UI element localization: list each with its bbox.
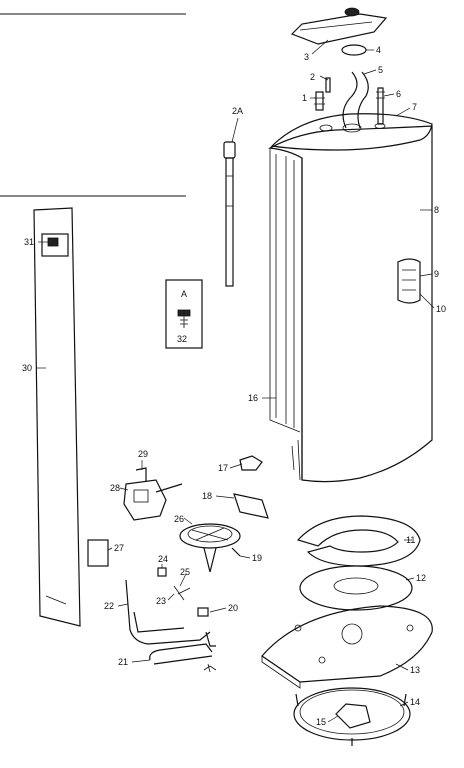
callouts: 3 4 5 2 1 6 7 8 9 10 2A 31 30 16 17 18 2… <box>22 45 446 727</box>
draft-hood <box>290 7 388 45</box>
callout-2: 2 <box>310 72 315 82</box>
callout-6: 6 <box>396 89 401 99</box>
callout-7: 7 <box>412 102 417 112</box>
inset-number: 32 <box>177 334 187 344</box>
callout-19: 19 <box>252 553 262 563</box>
callout-23: 23 <box>156 596 166 606</box>
callout-10: 10 <box>436 304 446 314</box>
callout-25: 25 <box>180 567 190 577</box>
callout-3: 3 <box>304 52 309 62</box>
callout-4: 4 <box>376 45 381 55</box>
radiant-shield <box>296 515 421 567</box>
flue-collar <box>341 44 367 56</box>
gas-valve <box>123 467 183 521</box>
pilot-tubing <box>125 547 241 673</box>
base-pan <box>261 605 433 689</box>
leg-ring <box>293 687 411 746</box>
callout-8: 8 <box>434 205 439 215</box>
callout-21: 21 <box>118 657 128 667</box>
callout-5: 5 <box>378 65 383 75</box>
screw-inset-box: A 32 <box>165 279 203 349</box>
access-panel <box>397 258 421 304</box>
callout-15: 15 <box>316 717 326 727</box>
callout-30: 30 <box>22 363 32 373</box>
burner-door-ring <box>299 565 413 611</box>
callout-16: 16 <box>248 393 258 403</box>
flame-deflector <box>335 703 371 729</box>
callout-2a: 2A <box>232 106 243 116</box>
callout-14: 14 <box>410 697 420 707</box>
callout-27: 27 <box>114 543 124 553</box>
tank-jacket <box>268 125 433 483</box>
dip-tube <box>223 141 236 287</box>
callout-17: 17 <box>218 463 228 473</box>
leader-lines <box>36 39 435 723</box>
inset-letter: A <box>181 289 187 299</box>
callout-1: 1 <box>302 93 307 103</box>
fittings <box>314 77 385 125</box>
callout-20: 20 <box>228 603 238 613</box>
callout-12: 12 <box>416 573 426 583</box>
callout-18: 18 <box>202 491 212 501</box>
label-plate <box>87 539 109 567</box>
callout-13: 13 <box>410 665 420 675</box>
callout-24: 24 <box>158 554 168 564</box>
callout-26: 26 <box>174 514 184 524</box>
callout-29: 29 <box>138 449 148 459</box>
callout-22: 22 <box>104 601 114 611</box>
tank-top <box>270 113 433 151</box>
callout-31: 31 <box>24 237 34 247</box>
callout-9: 9 <box>434 269 439 279</box>
callout-28: 28 <box>110 483 120 493</box>
front-panel <box>33 207 81 627</box>
flue-baffle <box>342 71 369 129</box>
small-brackets <box>233 455 269 519</box>
callout-11: 11 <box>406 535 415 545</box>
burner-assembly <box>179 523 241 573</box>
